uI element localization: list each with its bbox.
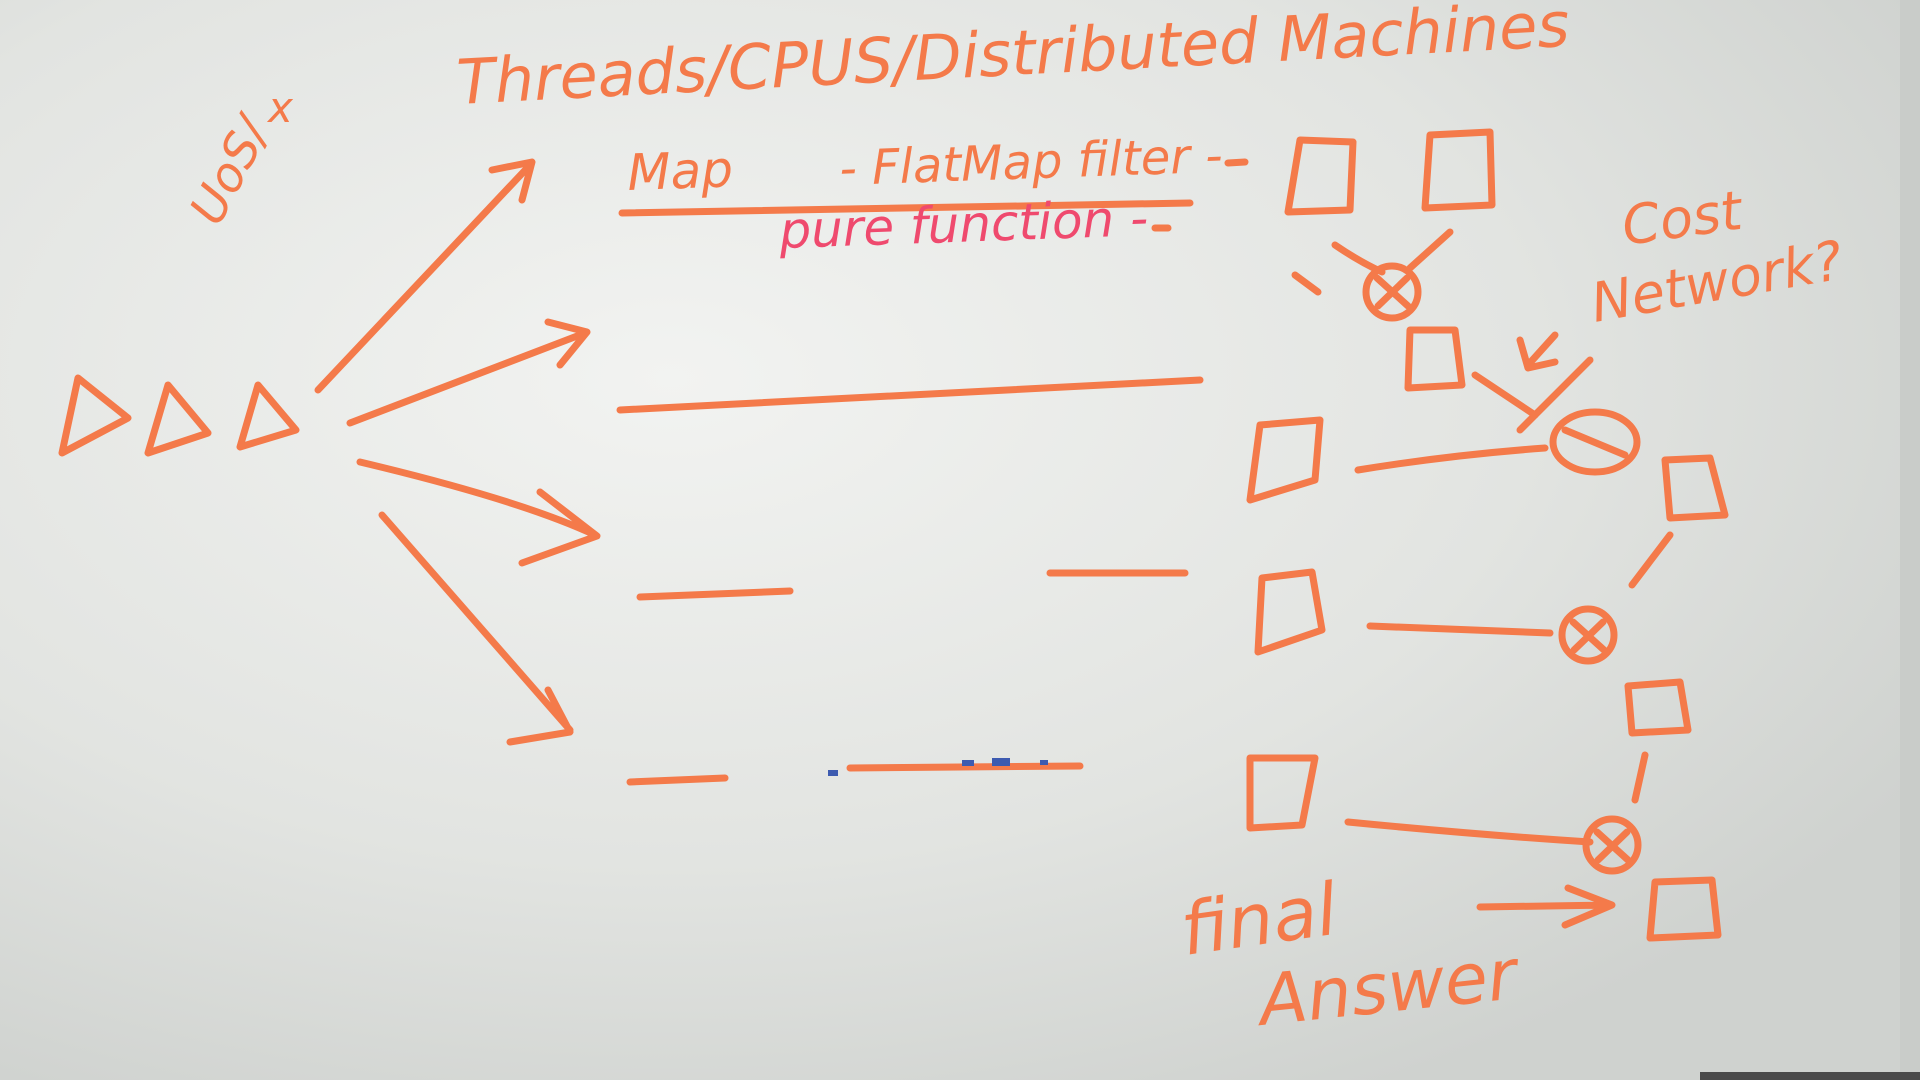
reduce-node-2 (1549, 408, 1641, 476)
board-tray (1700, 1072, 1920, 1080)
scatter-arrow-4 (378, 511, 574, 746)
map-label: Map (626, 140, 733, 202)
reduce-node-3 (1558, 605, 1618, 665)
final-square (1646, 876, 1722, 942)
connector-1c (1291, 271, 1322, 296)
cost-pointer (1516, 331, 1559, 372)
output-square-5 (1246, 754, 1319, 832)
output-square-4 (1254, 568, 1326, 656)
input-triangle-1 (58, 374, 132, 457)
board-edge (1900, 0, 1920, 1080)
blue-marks (828, 758, 1048, 776)
pipeline-line-3a (636, 587, 794, 601)
scatter-arrow-1 (314, 158, 536, 394)
pure-function-label: pure function - (777, 189, 1149, 260)
reduce-square-1 (1404, 326, 1466, 392)
reduce-square-2 (1661, 454, 1729, 522)
connector-1b (1406, 228, 1454, 272)
final-arrow (1476, 884, 1616, 929)
reduce-square-3 (1624, 678, 1692, 737)
heading-underline (618, 199, 1194, 217)
output-square-1 (1284, 136, 1357, 216)
connector-3b (1366, 622, 1554, 637)
connector-2b (1354, 444, 1549, 474)
scatter-arrow-2 (346, 318, 591, 427)
output-square-2 (1421, 128, 1496, 212)
reduce-node-4 (1582, 815, 1642, 875)
connector-2c (1516, 356, 1594, 434)
output-square-3 (1246, 416, 1324, 504)
connector-3a (1628, 531, 1674, 589)
input-triangle-3 (236, 381, 300, 451)
input-triangle-2 (144, 381, 212, 457)
pipeline-line-2 (616, 376, 1204, 414)
connector-2a (1471, 371, 1539, 419)
dash-1 (1224, 158, 1249, 167)
connector-4b (1344, 818, 1594, 846)
pipeline-line-4a (626, 774, 729, 786)
scatter-arrow-3 (356, 458, 601, 567)
operations-label: - FlatMap filter - (838, 128, 1223, 197)
left-note-mark: x (266, 83, 294, 132)
pipeline-line-4b (846, 762, 1084, 772)
reduce-node-1 (1362, 262, 1422, 322)
connector-4a (1631, 751, 1649, 804)
